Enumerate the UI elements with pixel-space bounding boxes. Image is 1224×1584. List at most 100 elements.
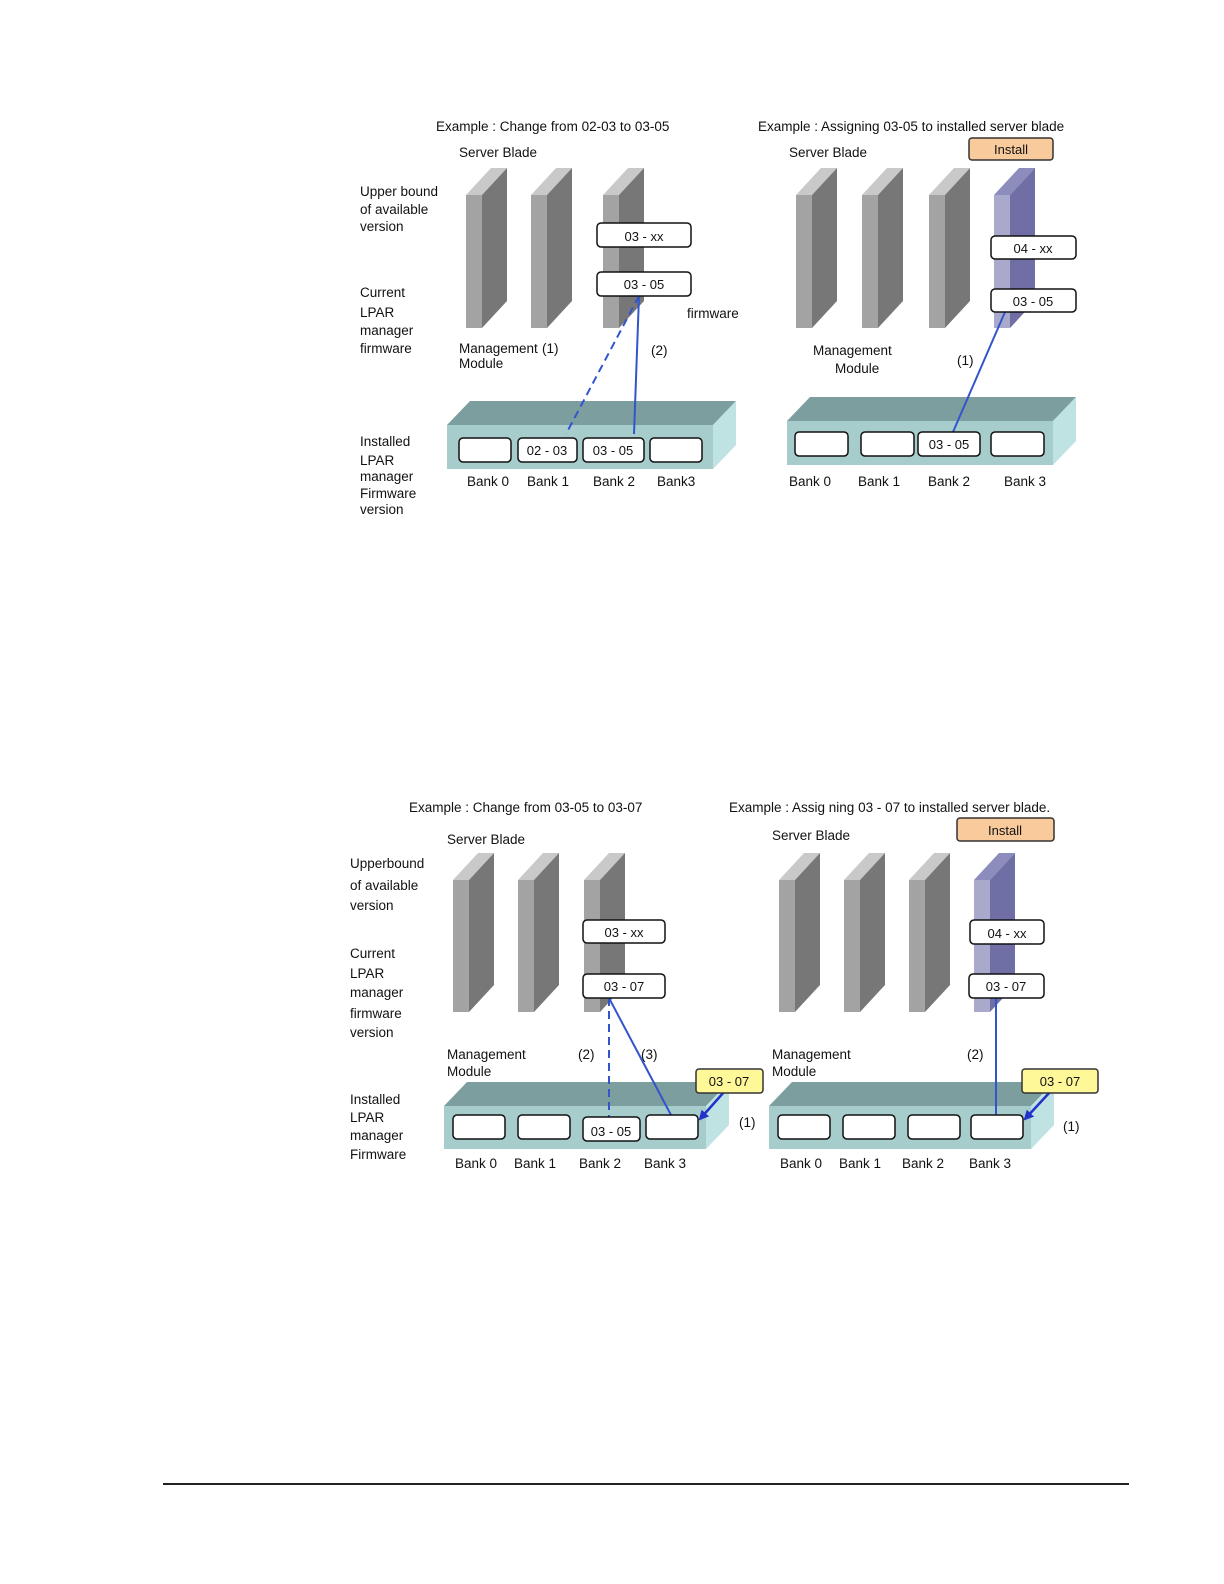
fig1-current-label-2: LPAR bbox=[360, 305, 395, 320]
blade-front bbox=[844, 880, 860, 1012]
fig1-current-label-3: manager bbox=[360, 323, 414, 338]
fig1-right-install-badge bbox=[968, 137, 1054, 161]
fig2-right-panel: Example : Assig ning 03 - 07 to installe… bbox=[729, 800, 1099, 1171]
blade-top bbox=[453, 853, 494, 880]
fig2-right-blade-3 bbox=[909, 853, 950, 1012]
fig1-right-mm-label-1: Management bbox=[813, 343, 892, 358]
fig2-left-bank-1 bbox=[517, 1114, 571, 1140]
fig1-right-blade-2 bbox=[862, 168, 903, 328]
fig1-left-step-2: (2) bbox=[651, 343, 668, 358]
fig1-right-bank-1 bbox=[860, 431, 915, 457]
blade-side bbox=[534, 853, 559, 1012]
blade-front bbox=[518, 880, 534, 1012]
fig1-left-bank-0-label: Bank 0 bbox=[467, 474, 509, 489]
fig2-left-bank-3-label: Bank 3 bbox=[644, 1156, 686, 1171]
fig1-right-upper-version-box bbox=[990, 235, 1077, 260]
fig2-right-bank-3-label: Bank 3 bbox=[969, 1156, 1011, 1171]
fig2-left-bank-2: 03 - 05 bbox=[582, 1116, 641, 1142]
fig1-right-bank-3-label: Bank 3 bbox=[1004, 474, 1046, 489]
fig1-left-current-version: 03 - 05 bbox=[624, 277, 664, 292]
blade-front bbox=[603, 195, 619, 328]
fig2-left-bank-2-label: Bank 2 bbox=[579, 1156, 621, 1171]
fig2-upper-bound-label-3: version bbox=[350, 898, 394, 913]
fig2-left-step-2: (2) bbox=[578, 1047, 595, 1062]
module-top bbox=[769, 1082, 1054, 1106]
blade-top bbox=[779, 853, 820, 880]
fig1-right-connector-1 bbox=[952, 311, 1006, 433]
fig2-left-bank-1-label: Bank 1 bbox=[514, 1156, 556, 1171]
fig2-right-new-version-badge bbox=[1021, 1068, 1099, 1094]
module-side bbox=[706, 1082, 729, 1149]
fig1-installed-label-5: version bbox=[360, 502, 404, 517]
fig2-right-upper-version: 04 - xx bbox=[987, 926, 1027, 941]
fig1-current-label-4: firmware bbox=[360, 341, 412, 356]
fig1-left-server-blade-label: Server Blade bbox=[459, 145, 537, 160]
fig1-right-blade-1 bbox=[796, 168, 837, 328]
fig2-left-step-1: (1) bbox=[739, 1115, 756, 1130]
blade-side bbox=[469, 853, 494, 1012]
fig2-left-current-version: 03 - 07 bbox=[604, 979, 644, 994]
fig1-current-label-1: Current bbox=[360, 285, 405, 300]
fig2-left-upper-version: 03 - xx bbox=[604, 925, 644, 940]
fig2-right-step-1: (1) bbox=[1063, 1119, 1080, 1134]
blade-top bbox=[466, 168, 507, 195]
blade-side bbox=[547, 168, 572, 328]
fig1-left-mm-label-1: Management bbox=[459, 341, 538, 356]
blade-front bbox=[929, 195, 945, 328]
fig1-right-upper-version: 04 - xx bbox=[1013, 241, 1053, 256]
fig1-right-bank-0 bbox=[794, 431, 849, 457]
fig2-right-install-badge bbox=[956, 817, 1055, 842]
fig2-current-label-4: firmware bbox=[350, 1006, 402, 1021]
fig2-right-current-version: 03 - 07 bbox=[986, 979, 1026, 994]
fig1-left-management-module bbox=[447, 401, 736, 469]
fig1-left-bank-3-label: Bank3 bbox=[657, 474, 695, 489]
fig2-installed-label-3: manager bbox=[350, 1128, 404, 1143]
fig2-left-title: Example : Change from 03-05 to 03-07 bbox=[409, 800, 642, 815]
blade-side bbox=[860, 853, 885, 1012]
fig2-left-new-version: 03 - 07 bbox=[709, 1074, 749, 1089]
fig2-upper-bound-label-1: Upperbound bbox=[350, 856, 424, 871]
blade-top bbox=[584, 853, 625, 880]
fig1-installed-label-1: Installed bbox=[360, 434, 410, 449]
fig1-right-bank-3 bbox=[990, 431, 1045, 457]
fig2-left-mm-label-2: Module bbox=[447, 1064, 491, 1079]
fig1-installed-label-2: LPAR bbox=[360, 453, 395, 468]
fig1-left-panel: Example : Change from 02-03 to 03-05 Ser… bbox=[360, 119, 739, 517]
fig2-right-blade-1 bbox=[779, 853, 820, 1012]
fig2-left-bank-3 bbox=[645, 1114, 699, 1140]
fig2-right-bank-2-label: Bank 2 bbox=[902, 1156, 944, 1171]
fig1-right-panel: Example : Assigning 03-05 to installed s… bbox=[758, 119, 1077, 489]
fig2-right-install-arrow bbox=[1023, 1091, 1051, 1121]
fig1-upper-bound-label-3: version bbox=[360, 219, 404, 234]
blade-top bbox=[994, 168, 1035, 195]
fig1-right-bank-1-label: Bank 1 bbox=[858, 474, 900, 489]
fig1-left-bank-2: 03 - 05 bbox=[582, 437, 645, 463]
fig2-right-bank-1 bbox=[842, 1114, 896, 1140]
fig2-right-bank-3 bbox=[970, 1114, 1024, 1140]
blade-side bbox=[945, 168, 970, 328]
blade-top bbox=[974, 853, 1015, 880]
blade-side bbox=[925, 853, 950, 1012]
fig1-left-blade-1 bbox=[466, 168, 507, 328]
blade-top bbox=[844, 853, 885, 880]
fig1-left-bank-2-label: Bank 2 bbox=[593, 474, 635, 489]
fig2-left-connector-3 bbox=[608, 997, 672, 1116]
module-top bbox=[444, 1082, 729, 1106]
fig1-installed-label-4: Firmware bbox=[360, 486, 416, 501]
fig1-right-current-version-box bbox=[990, 288, 1077, 313]
fig2-left-upper-version-box bbox=[582, 919, 666, 944]
fig1-upper-bound-label-2: of available bbox=[360, 202, 428, 217]
blade-side bbox=[795, 853, 820, 1012]
blade-top bbox=[531, 168, 572, 195]
fig1-right-current-version: 03 - 05 bbox=[1013, 294, 1053, 309]
fig2-left-bank-0-label: Bank 0 bbox=[455, 1156, 497, 1171]
module-front bbox=[769, 1106, 1031, 1149]
fig1-right-bank-2-label: Bank 2 bbox=[928, 474, 970, 489]
fig2-current-label-2: LPAR bbox=[350, 966, 385, 981]
fig2-right-bank-0 bbox=[777, 1114, 831, 1140]
fig1-right-bank-2-value: 03 - 05 bbox=[929, 437, 969, 452]
fig2-left-mm-label-1: Management bbox=[447, 1047, 526, 1062]
fig1-right-title: Example : Assigning 03-05 to installed s… bbox=[758, 119, 1064, 134]
fig2-left-current-version-box bbox=[582, 973, 666, 999]
